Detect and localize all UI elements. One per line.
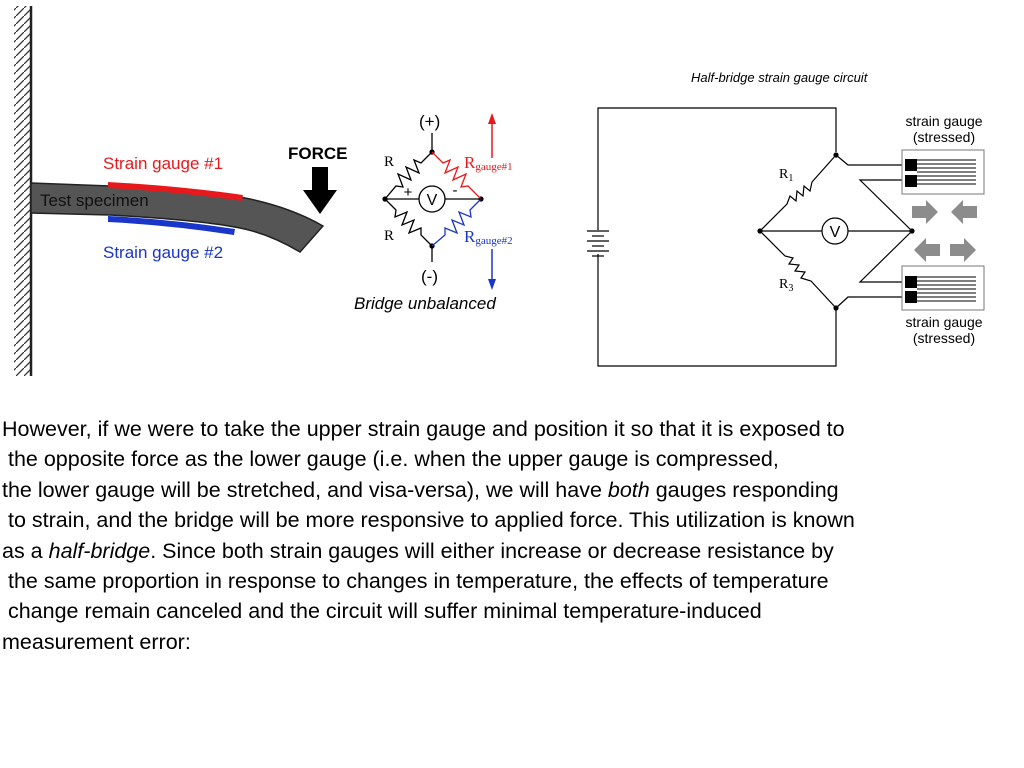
r-left-bottom-label: R <box>384 228 394 244</box>
up-arrow-icon <box>488 113 496 124</box>
paragraph-line: However, if we were to take the upper st… <box>2 417 845 441</box>
paragraph-line: the opposite force as the lower gauge (i… <box>2 447 779 472</box>
bridge-top-label: (+) <box>419 112 440 131</box>
arrow-right-icon <box>912 200 938 224</box>
down-arrow-icon <box>488 279 496 290</box>
bottom-gauge-label-2: (stressed) <box>913 330 975 346</box>
gauge2-label: Strain gauge #2 <box>103 243 223 262</box>
specimen-diagram: Strain gauge #1 Strain gauge #2 Test spe… <box>14 6 348 376</box>
r1-label: R1 <box>779 167 793 184</box>
half-bridge-voltmeter <box>821 217 849 245</box>
top-strain-gauge <box>901 149 985 195</box>
force-arrow-icon <box>303 167 337 214</box>
bridge-caption: Bridge unbalanced <box>354 294 496 313</box>
half-bridge-diagram: Half-bridge strain gauge circuit R1 R3 <box>587 70 985 367</box>
half-bridge-meter-label: V <box>830 224 841 241</box>
bottom-gauge-label-1: strain gauge <box>905 314 982 330</box>
emphasis-both: both <box>607 477 650 502</box>
strain-gauge-1 <box>108 182 243 201</box>
emphasis-half-bridge: half-bridge <box>48 538 151 563</box>
specimen-label: Test specimen <box>40 191 149 210</box>
bridge-voltmeter <box>418 185 446 213</box>
resistor-left-bottom <box>384 198 433 247</box>
paragraph-line: measurement error: <box>2 629 191 654</box>
arrow-right-icon <box>950 238 976 262</box>
r3-label: R3 <box>779 277 793 294</box>
rg1-label: Rgauge#1 <box>464 153 513 173</box>
force-label: FORCE <box>288 144 348 163</box>
bridge-bottom-label: (-) <box>421 267 438 286</box>
strain-gauge-figure: Strain gauge #1 Strain gauge #2 Test spe… <box>14 6 985 376</box>
bridge-minus-sign: - <box>453 182 458 199</box>
arrow-left-icon <box>951 200 977 224</box>
bridge-diagram: (+) (-) V + - R R Rgauge#1 Rgauge#2 <box>354 112 513 313</box>
paragraph-line: to strain, and the bridge will be more r… <box>2 508 855 533</box>
r-left-top-label: R <box>384 154 394 170</box>
gauge1-label: Strain gauge #1 <box>103 154 223 173</box>
paragraph-line: the lower gauge will be stretched, and v… <box>2 477 839 502</box>
resistor-gauge1 <box>431 151 482 200</box>
resistor-left-top <box>384 151 433 200</box>
resistor-r1 <box>759 154 837 232</box>
rg2-label: Rgauge#2 <box>464 227 513 247</box>
strain-gauge-2 <box>108 216 235 235</box>
top-gauge-label-2: (stressed) <box>913 129 975 145</box>
resistor-gauge2 <box>431 198 482 247</box>
bottom-strain-gauge <box>901 265 985 311</box>
paragraph-line: change remain canceled and the circuit w… <box>2 599 762 624</box>
body-paragraph: However, if we were to take the upper st… <box>2 414 1022 657</box>
arrow-left-icon <box>914 238 940 262</box>
battery-icon <box>587 230 609 257</box>
paragraph-line: the same proportion in response to chang… <box>2 568 829 593</box>
half-bridge-title: Half-bridge strain gauge circuit <box>691 70 869 85</box>
wall-hatch <box>14 6 31 376</box>
paragraph-line: as a half-bridge. Since both strain gaug… <box>2 538 834 563</box>
resistor-r3 <box>759 230 837 309</box>
bridge-meter-label: V <box>427 192 438 209</box>
bridge-plus-sign: + <box>404 184 413 201</box>
top-gauge-label-1: strain gauge <box>905 113 982 129</box>
